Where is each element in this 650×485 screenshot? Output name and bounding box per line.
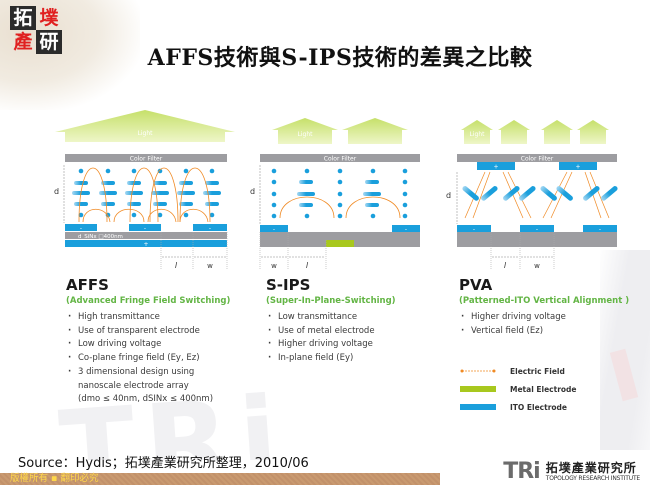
svg-text:Color Filter: Color Filter [521,156,554,163]
svg-text:+: + [493,164,498,171]
org-name-zh: 拓墣產業研究所 [545,461,637,475]
svg-text:w: w [271,262,277,270]
affs-bullets: High transmittance Use of transparent el… [66,311,230,407]
bullet-item: Use of transparent electrode [66,325,230,339]
svg-text:-: - [405,226,407,233]
legend-item-electric-field: Electric Field [460,362,577,380]
pva-structure-svg: Light Color Filter + + d - - - [446,120,618,270]
ito-electrode [129,224,161,231]
svg-text:Color Filter: Color Filter [324,156,357,163]
svg-text:d: d [446,191,451,200]
logo-char: 研 [36,30,62,54]
affs-structure-svg: Light Color Filter d [54,110,235,270]
footer-logo-area [440,451,650,485]
sinx-layer [65,232,227,239]
pva-bullets: Higher driving voltage Vertical field (E… [459,311,629,338]
svg-text:-: - [209,225,211,232]
tri-footer-logo: TRi 拓墣產業研究所 TOPOLOGY RESEARCH INSTITUTE [503,461,640,483]
svg-text:-: - [144,225,146,232]
legend: Electric Field Metal Electrode ITO Elect… [460,362,577,416]
svg-text:l: l [306,261,309,270]
bullet-item: Vertical field (Ez) [459,325,629,339]
svg-text:w: w [534,262,540,270]
bullet-item: Use of metal electrode [266,325,396,339]
bullet-item: 3 dimensional design using nanoscale ele… [66,366,230,407]
tri-mark: TRi [503,459,540,484]
pva-diagram: Light Color Filter + + d - - - [445,110,645,270]
tri-header-logo: 拓 墣 產 研 [10,6,62,54]
logo-char: 產 [13,30,33,53]
bullet-item: High transmittance [66,311,230,325]
pva-subtitle: (Patterned-ITO Vertical Alignment ) [459,296,630,306]
common-electrode [65,240,227,247]
affs-description: AFFS (Advanced Fringe Field Switching) H… [66,276,230,407]
affs-heading: AFFS [66,276,109,294]
svg-text:-: - [536,226,538,233]
sips-bullets: Low transmittance Use of metal electrode… [266,311,396,366]
pva-heading: PVA [459,276,493,294]
source-citation: Source：Hydis；拓墣產業研究所整理，2010/06 [18,456,309,471]
svg-text:d: d [250,187,255,196]
ito-electrode-swatch [460,404,496,410]
svg-text:Light: Light [138,130,154,137]
svg-text:d: d [54,187,59,196]
sips-heading: S-IPS [266,276,311,294]
svg-text:-: - [599,226,601,233]
page-title: AFFS技術與S-IPS技術的差異之比較 [147,45,533,71]
svg-text:Light: Light [470,131,486,138]
copyright-notice: 版權所有 ▪ 翻印必究 [10,473,99,484]
ito-electrode [193,224,227,231]
svg-text:+: + [575,164,580,171]
svg-text:-: - [273,226,275,233]
bullet-item: Co-plane fringe field (Ey, Ez) [66,352,230,366]
svg-text:+: + [143,241,148,248]
ito-electrode [65,224,97,231]
logo-char: 墣 [39,6,59,29]
svg-text:w: w [207,262,213,270]
color-filter [65,154,227,162]
electric-field-swatch [460,369,496,373]
legend-item-ito-electrode: ITO Electrode [460,398,577,416]
metal-electrode-swatch [460,386,496,392]
light-arrow [55,110,235,142]
bullet-item: In-plane field (Ey) [266,352,396,366]
pva-description: PVA (Patterned-ITO Vertical Alignment ) … [459,276,629,338]
bullet-item: Higher driving voltage [459,311,629,325]
metal-electrode [326,240,354,247]
svg-text:d_SiNx □400nm: d_SiNx □400nm [78,234,123,240]
sips-subtitle: (Super-In-Plane-Switching) [266,296,396,306]
bullet-item: Higher driving voltage [266,338,396,352]
bullet-item: Low transmittance [266,311,396,325]
legend-item-metal-electrode: Metal Electrode [460,380,577,398]
svg-text:l: l [175,261,178,270]
bullet-item: Low driving voltage [66,338,230,352]
logo-char: 拓 [10,6,36,30]
svg-text:Light: Light [298,131,314,138]
sips-structure-svg: Light Color Filter d - - w l [250,118,420,270]
affs-subtitle: (Advanced Fringe Field Switching) [66,296,231,306]
affs-diagram: Light Color Filter d [50,110,250,270]
svg-text:l: l [504,261,507,270]
svg-text:-: - [473,226,475,233]
sips-diagram: Light Color Filter d - - w l [250,110,450,270]
svg-text:-: - [80,225,82,232]
sips-description: S-IPS (Super-In-Plane-Switching) Low tra… [266,276,396,366]
org-name-en: TOPOLOGY RESEARCH INSTITUTE [545,475,640,482]
svg-text:Color Filter: Color Filter [130,156,163,163]
